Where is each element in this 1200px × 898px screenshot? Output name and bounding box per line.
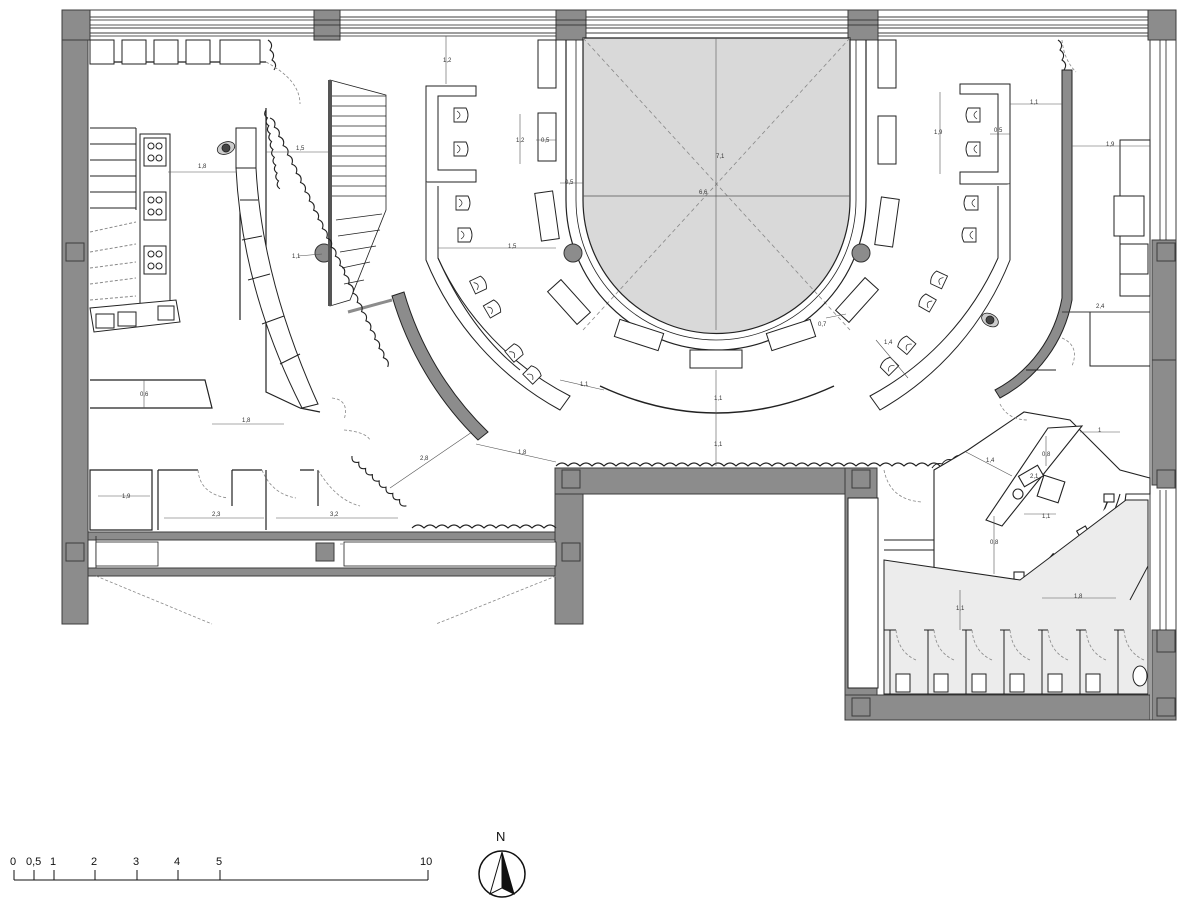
dim-label: 1,1 <box>580 382 589 388</box>
dimension-labels: 1,2 1,5 1,8 1,2 0,5 0,5 6,6 7,1 1,5 1,9 … <box>122 58 1115 612</box>
scale-label: 0 <box>10 856 16 868</box>
dim-label: 1,8 <box>518 450 527 456</box>
dim-label: 2,3 <box>212 512 221 518</box>
dim-label: 1,1 <box>714 442 723 448</box>
scale-label: 4 <box>174 856 180 868</box>
scale-bar <box>13 870 429 881</box>
dim-label: 1,1 <box>292 254 301 260</box>
stage <box>565 37 867 351</box>
dim-label: 3,2 <box>330 512 339 518</box>
dim-label: 1,1 <box>714 396 723 402</box>
staircase <box>328 79 393 314</box>
north-label: N <box>496 829 505 844</box>
ring-tables <box>534 39 900 414</box>
dim-label: 1,1 <box>956 606 965 612</box>
dim-label: 1,4 <box>884 340 893 346</box>
dim-label: 2,1 <box>1030 474 1039 480</box>
dim-label: 1,4 <box>986 458 995 464</box>
scale-label: 3 <box>133 856 139 868</box>
dim-label: 1,8 <box>242 418 251 424</box>
scale-label: 10 <box>420 856 432 868</box>
dim-label: 0,7 <box>818 322 827 328</box>
person-icon <box>216 141 999 328</box>
dim-label: 1,8 <box>198 164 207 170</box>
curved-partition-left <box>391 291 489 441</box>
dim-label: 6,6 <box>699 190 708 196</box>
dim-label: 0,8 <box>1042 452 1051 458</box>
north-windows <box>90 19 1167 630</box>
bar-counter-left <box>235 127 319 409</box>
dim-label: 1,5 <box>508 244 517 250</box>
interior-walls-left <box>89 61 321 531</box>
dim-label: 2,4 <box>1096 304 1105 310</box>
door-swings <box>95 39 1145 661</box>
dim-label: 0,5 <box>541 138 550 144</box>
dim-label: 0,5 <box>994 128 1003 134</box>
scale-label: 1 <box>50 856 56 868</box>
scale-label: 2 <box>91 856 97 868</box>
dim-label: 1,2 <box>516 138 525 144</box>
dim-label: 1,1 <box>1030 100 1039 106</box>
scale-label: 0,5 <box>26 856 41 868</box>
toilet-block <box>847 497 1149 695</box>
dim-label: 7,1 <box>716 154 725 160</box>
dim-label: 2,8 <box>420 456 429 462</box>
dim-label: 1,1 <box>1042 514 1051 520</box>
dim-label: 1,8 <box>1074 594 1083 600</box>
dim-label: 1,9 <box>122 494 131 500</box>
dim-label: 0,5 <box>565 180 574 186</box>
north-arrow-icon: N <box>478 829 526 898</box>
scale-label: 5 <box>216 856 222 868</box>
dimension-lines <box>98 36 1150 630</box>
dim-label: 1,9 <box>1106 142 1115 148</box>
dim-label: 1 <box>1098 428 1102 434</box>
scale-labels: 0 0,5 1 2 3 4 5 10 <box>10 856 432 868</box>
curved-partition-right <box>994 69 1073 399</box>
dim-label: 1,5 <box>296 146 305 152</box>
dim-label: 0,6 <box>140 392 149 398</box>
left-banquette <box>425 85 571 411</box>
dim-label: 1,2 <box>443 58 452 64</box>
left-chairs <box>453 107 544 385</box>
dim-label: 1,9 <box>934 130 943 136</box>
dim-label: 0,8 <box>990 540 999 546</box>
bar-counter-right <box>1026 139 1151 371</box>
kitchen-counter <box>89 39 261 333</box>
